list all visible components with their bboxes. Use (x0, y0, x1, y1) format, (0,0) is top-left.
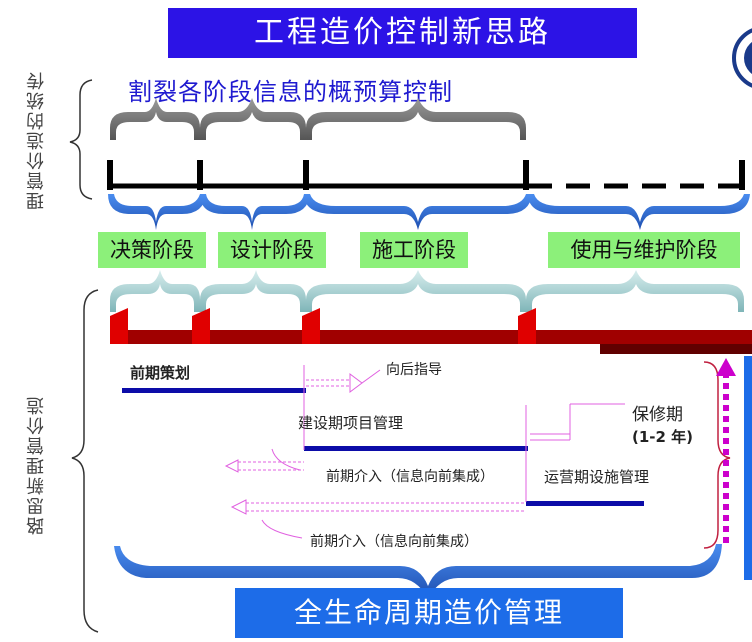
stage-design: 设计阶段 (218, 232, 326, 268)
label-backward-guidance: 向后指导 (386, 362, 442, 378)
label-operation-mgmt: 运营期设施管理 (544, 468, 650, 486)
teal-braces (110, 270, 744, 312)
timeline-bar (107, 160, 745, 190)
pink-guides (224, 365, 625, 539)
label-early-planning: 前期策划 (130, 364, 191, 382)
left-brace-top (69, 79, 93, 200)
red-bar (110, 308, 752, 354)
right-bracket (703, 361, 731, 549)
bottom-banner: 全生命周期造价管理 (235, 588, 623, 638)
grey-braces (110, 98, 526, 140)
blue-braces (108, 194, 750, 230)
label-early-intervention-1: 前期介入（信息向前集成） (326, 469, 494, 485)
label-construction-mgmt: 建设期项目管理 (298, 414, 404, 432)
label-warranty-years: (1-2 年) (632, 428, 694, 446)
label-early-intervention-2: 前期介入（信息向前集成） (310, 534, 478, 550)
logo-fragment (732, 28, 752, 88)
navy-segments (122, 388, 644, 506)
title-banner: 工程造价控制新思路 (168, 8, 637, 58)
stage-construction: 施工阶段 (360, 232, 468, 268)
stage-operation: 使用与维护阶段 (548, 232, 740, 268)
subtitle: 割裂各阶段信息的概预算控制 (128, 78, 453, 106)
magenta-arrow (716, 358, 736, 548)
right-blue-bar (744, 356, 752, 580)
label-warranty: 保修期 (632, 405, 683, 425)
stage-decision: 决策阶段 (98, 232, 206, 268)
left-brace-bottom (71, 289, 99, 633)
bottom-brace (114, 544, 722, 598)
